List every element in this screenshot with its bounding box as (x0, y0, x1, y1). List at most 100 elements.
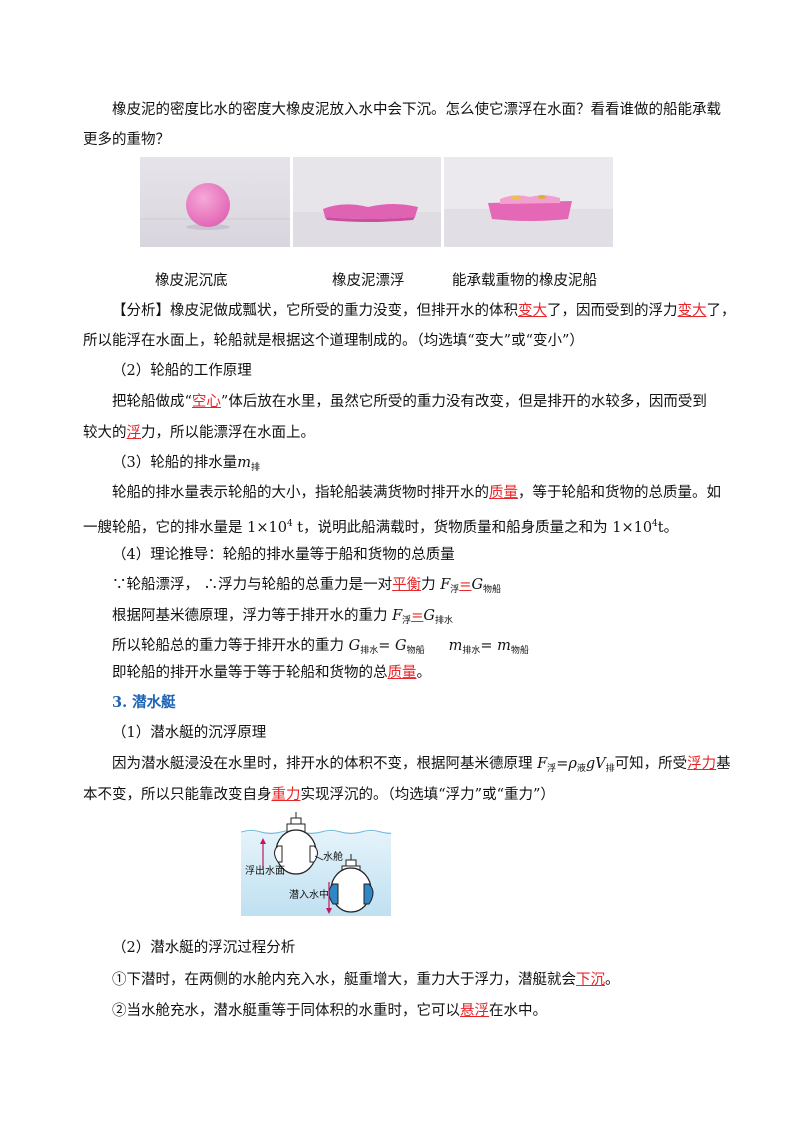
answer-blank: 浮力 (687, 756, 717, 772)
derivation-line-4: 即轮船的排开水量等于等于轮船和货物的总质量。 (112, 663, 431, 683)
text: ∵轮船漂浮， ∴浮力与轮船的总重力是一对 (112, 577, 393, 593)
text: 。 (605, 972, 620, 988)
symbol-F: F (537, 756, 548, 772)
submarine-principle-line-1: 因为潜水艇浸没在水里时，排开水的体积不变，根据阿基米德原理 F浮=ρ液gV排可知… (112, 754, 731, 779)
submarine-principle-line-2: 本不变，所以只能靠改变自身重力实现浮沉的。（均选填“浮力”或“重力”） (83, 785, 555, 805)
symbol-m: m (497, 638, 511, 654)
submarine-diagram: 水舱 浮出水面 潜入水中 (240, 812, 402, 916)
answer-blank: 质量 (489, 485, 518, 501)
answer-blank: = (411, 608, 424, 624)
caption-boat: 能承载重物的橡皮泥船 (452, 273, 597, 289)
answer-blank: = (459, 577, 472, 593)
analysis-line-1: 【分析】橡皮泥做成瓢状，它所受的重力没变，但排开水的体积变大了，因而受到的浮力变… (112, 301, 736, 321)
text: ，等于轮船和货物的总质量。如 (518, 485, 721, 501)
subscript: 浮 (450, 585, 460, 595)
text: 较大的 (83, 425, 127, 441)
section-heading-derivation: （4）理论推导：轮船的排水量等于船和货物的总质量 (112, 547, 455, 563)
submarine-process-2: ②当水舱充水，潜水艇重等于同体积的水重时，它可以悬浮在水中。 (112, 1001, 547, 1021)
answer-blank: 悬浮 (460, 1003, 489, 1019)
text: 可知，所受 (614, 756, 688, 772)
text: 本不变，所以只能靠改变自身 (83, 787, 272, 803)
symbol-G: G (423, 608, 435, 624)
photo-clay-floating (293, 157, 441, 247)
submarine-principle-heading: （1）潜水艇的沉浮原理 (112, 725, 267, 741)
submarine-process-1: ①下潜时，在两侧的水舱内充入水，艇重增大，重力大于浮力，潜艇就会下沉。 (112, 970, 620, 990)
photo-clay-boat (444, 157, 613, 247)
subscript: 排 (250, 463, 260, 473)
superscript: 4 (286, 519, 293, 529)
symbol-rho: =ρ (556, 756, 577, 772)
analysis-line-2: 所以能浮在水面上，轮船就是根据这个道理制成的。（均选填“变大”或“变小”） (83, 333, 584, 349)
intro-line-2: 更多的重物？ (83, 132, 170, 148)
answer-blank: 变大 (677, 303, 707, 319)
displacement-line-2: 一艘轮船，它的排水量是 1×104 t，说明此船满载时，货物质量和船身质量之和为… (83, 514, 678, 538)
answer-blank: 质量 (387, 665, 417, 681)
text: 了， (706, 303, 736, 319)
caption-floating: 橡皮泥漂浮 (332, 273, 405, 289)
subscript: 物船 (510, 646, 529, 656)
displacement-line-1: 轮船的排水量表示轮船的大小，指轮船装满货物时排开水的质量，等于轮船和货物的总质量… (112, 483, 721, 503)
section-heading-submarine: 3. 潜水艇 (112, 694, 176, 711)
text: = (480, 638, 498, 654)
text: 轮船的排水量表示轮船的大小，指轮船装满货物时排开水的 (112, 485, 489, 501)
text: ①下潜时，在两侧的水舱内充入水，艇重增大，重力大于浮力，潜艇就会 (112, 972, 576, 988)
ship-principle-line-1: 把轮船做成“空心”体后放在水里，虽然它所受的重力没有改变，但是排开的水较多，因而… (112, 392, 707, 412)
answer-blank: 下沉 (576, 972, 605, 988)
answer-blank: 浮 (126, 425, 142, 441)
symbol-F: F (440, 577, 451, 593)
subscript: 液 (576, 764, 586, 774)
derivation-line-1: ∵轮船漂浮， ∴浮力与轮船的总重力是一对平衡力 F浮=G物船 (112, 575, 501, 600)
answer-blank: 平衡 (392, 577, 422, 593)
text: 。 (416, 665, 432, 681)
intro-line-1: 橡皮泥的密度比水的密度大橡皮泥放入水中会下沉。怎么使它漂浮在水面？看看谁做的船能… (112, 102, 721, 118)
subscript: 浮 (402, 616, 412, 626)
superscript: 4 (652, 519, 658, 529)
answer-blank: 空心 (191, 394, 221, 410)
diagram-label-tank: 水舱 (323, 852, 343, 863)
text: = (378, 638, 395, 654)
symbol-m: m (448, 638, 463, 654)
subscript: 物船 (406, 646, 425, 656)
section-heading-ship-principle: （2）轮船的工作原理 (112, 363, 252, 379)
symbol-m: m (237, 455, 251, 471)
symbol-G: G (348, 638, 361, 654)
symbol-G: G (471, 577, 484, 593)
submarine-process-heading: （2）潜水艇的浮沉过程分析 (112, 940, 296, 956)
text: 因为潜水艇浸没在水里时，排开水的体积不变，根据阿基米德原理 (112, 756, 538, 772)
diagram-label-surface: 浮出水面 (245, 866, 285, 877)
subscript: 排 (605, 764, 615, 774)
subscript: 排水 (360, 646, 379, 656)
ship-principle-line-2: 较大的浮力，所以能漂浮在水面上。 (83, 423, 315, 443)
text: ”体后放在水里，虽然它所受的重力没有改变，但是排开的水较多，因而受到 (220, 394, 707, 410)
photo-clay-sinking (140, 157, 290, 247)
caption-sinking: 橡皮泥沉底 (155, 273, 228, 289)
text: 力，所以能漂浮在水面上。 (141, 425, 315, 441)
text: t，说明此船满载时，货物质量和船身质量之和为 1×10 (292, 520, 653, 536)
text: 基 (716, 756, 731, 772)
section-heading-displacement: （3）轮船的排水量m排 (112, 453, 260, 478)
text: 在水中。 (489, 1003, 547, 1019)
symbol-gV: gV (585, 756, 606, 772)
text: ②当水舱充水，潜水艇重等于同体积的水重时，它可以 (112, 1003, 460, 1019)
subscript: 排水 (434, 616, 453, 626)
subscript: 物船 (483, 585, 502, 595)
text: 把轮船做成“ (112, 394, 192, 410)
text: 一艘轮船，它的排水量是 1×10 (83, 520, 287, 536)
subscript: 浮 (547, 764, 557, 774)
text: 实现浮沉的。（均选填“浮力”或“重力”） (300, 787, 555, 803)
answer-blank: 重力 (271, 787, 301, 803)
text: 了，因而受到的浮力 (547, 303, 678, 319)
text: 根据阿基米德原理，浮力等于排开水的重力 (112, 608, 393, 624)
text: 即轮船的排开水量等于等于轮船和货物的总 (112, 665, 388, 681)
answer-blank: 变大 (518, 303, 547, 319)
text: 【分析】橡皮泥做成瓢状，它所受的重力没变，但排开水的体积 (112, 303, 518, 319)
text: 所以轮船总的重力等于排开水的重力 (112, 638, 349, 654)
derivation-line-2: 根据阿基米德原理，浮力等于排开水的重力 F浮=G排水 (112, 606, 453, 631)
symbol-F: F (392, 608, 403, 624)
text: 力 (421, 577, 441, 593)
diagram-label-dive: 潜入水中 (289, 890, 329, 901)
subscript: 排水 (462, 646, 481, 656)
text: t。 (657, 520, 679, 536)
text: （3）轮船的排水量 (112, 455, 238, 471)
